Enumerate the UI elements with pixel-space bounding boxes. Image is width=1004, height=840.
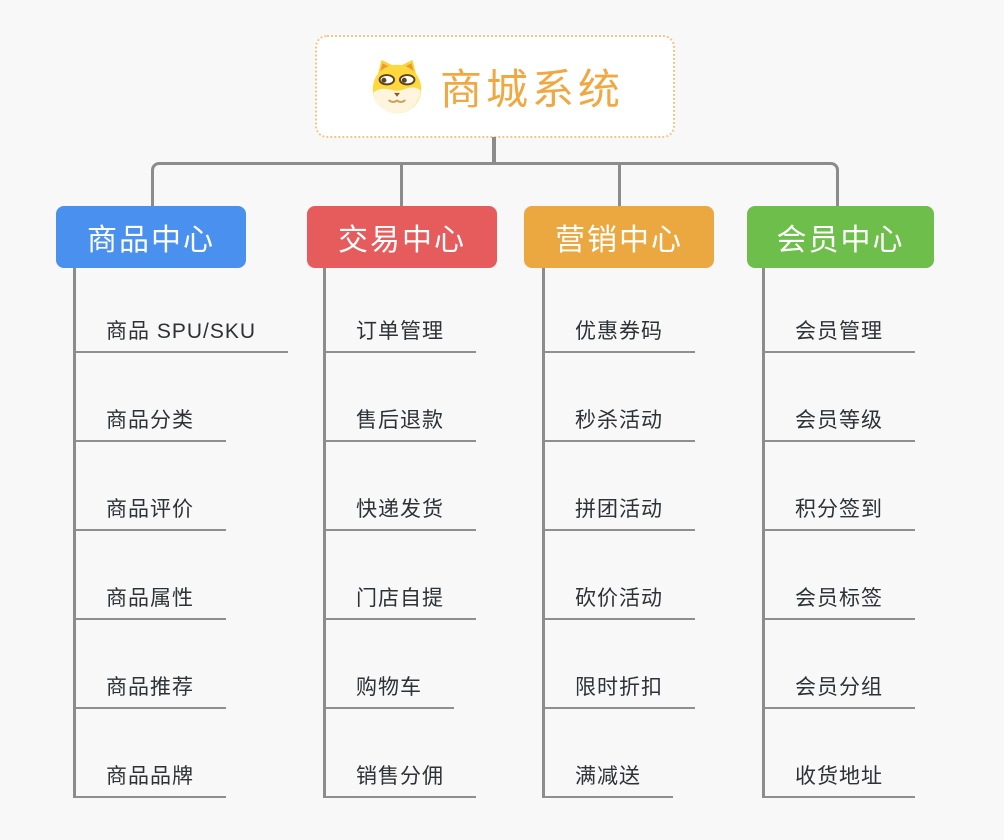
root-node[interactable]: 商城系统 [315,35,675,138]
leaf-node[interactable]: 优惠券码 [545,268,695,353]
leaf-node[interactable]: 会员管理 [765,268,915,353]
branch-connector-drop [618,164,621,208]
leaf-node[interactable]: 拼团活动 [545,442,695,531]
leaf-node[interactable]: 积分签到 [765,442,915,531]
leaf-column-trade-center: 订单管理 售后退款 快递发货 门店自提 购物车 销售分佣 [323,268,476,798]
leaf-node[interactable]: 商品推荐 [76,620,226,709]
branch-node-product-center[interactable]: 商品中心 [56,206,246,268]
leaf-node[interactable]: 商品品牌 [76,709,226,798]
leaf-node[interactable]: 会员标签 [765,531,915,620]
leaf-node[interactable]: 会员分组 [765,620,915,709]
branch-node-trade-center[interactable]: 交易中心 [307,206,497,268]
root-title: 商城系统 [439,66,624,113]
leaf-node[interactable]: 限时折扣 [545,620,695,709]
leaf-node[interactable]: 售后退款 [326,353,476,442]
branch-node-member-center[interactable]: 会员中心 [747,206,934,268]
branch-connector-drop [400,164,403,208]
leaf-node[interactable]: 购物车 [326,620,454,709]
leaf-node[interactable]: 秒杀活动 [545,353,695,442]
leaf-node[interactable]: 商品分类 [76,353,226,442]
branch-connector-bracket [151,162,839,208]
leaf-node[interactable]: 会员等级 [765,353,915,442]
leaf-column-marketing-center: 优惠券码 秒杀活动 拼团活动 砍价活动 限时折扣 满减送 [542,268,695,798]
leaf-column-member-center: 会员管理 会员等级 积分签到 会员标签 会员分组 收货地址 [762,268,915,798]
leaf-node[interactable]: 订单管理 [326,268,476,353]
leaf-node[interactable]: 商品 SPU/SKU [76,268,289,353]
branch-node-marketing-center[interactable]: 营销中心 [524,206,714,268]
leaf-node[interactable]: 商品评价 [76,442,226,531]
leaf-node[interactable]: 销售分佣 [326,709,476,798]
leaf-node[interactable]: 门店自提 [326,531,476,620]
leaf-node[interactable]: 快递发货 [326,442,476,531]
leaf-node[interactable]: 收货地址 [765,709,915,798]
doge-icon [372,59,422,113]
leaf-node[interactable]: 砍价活动 [545,531,695,620]
root-connector-stub [492,137,496,164]
leaf-column-product-center: 商品 SPU/SKU 商品分类 商品评价 商品属性 商品推荐 商品品牌 [73,268,289,798]
leaf-node[interactable]: 满减送 [545,709,673,798]
leaf-node[interactable]: 商品属性 [76,531,226,620]
